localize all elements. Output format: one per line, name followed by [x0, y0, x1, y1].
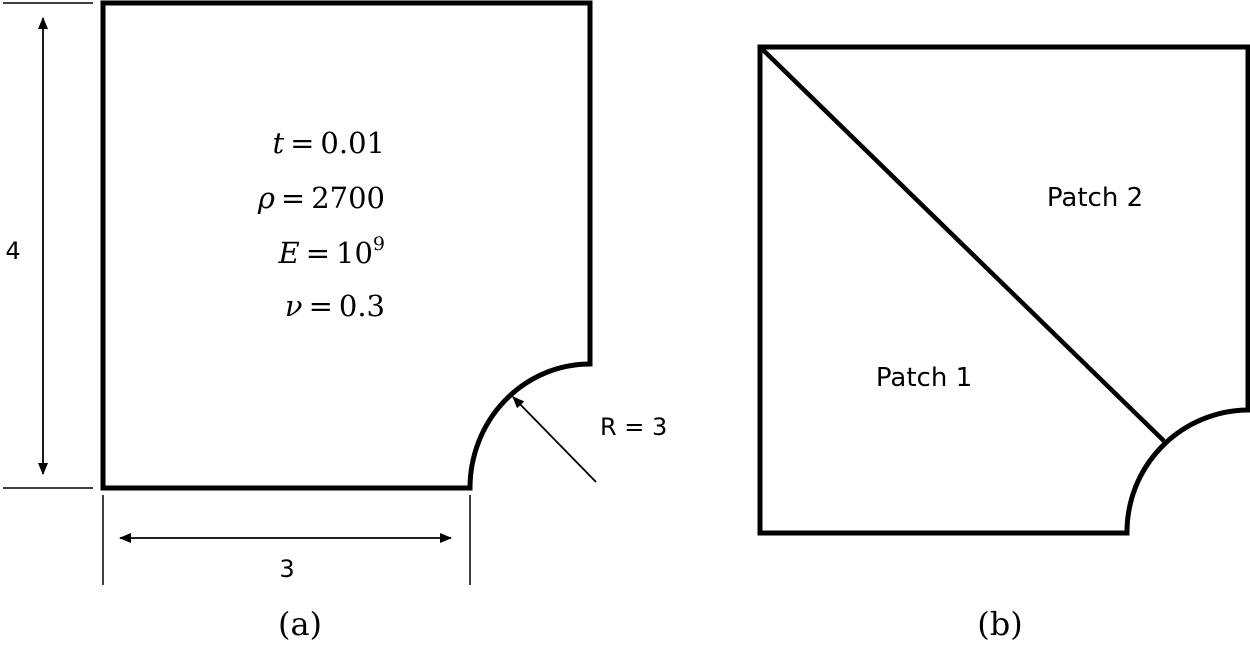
patch-divider-line: [758, 45, 1166, 443]
property-poisson-ratio: ν=0.3: [285, 289, 385, 323]
radius-label: R = 3: [600, 413, 667, 441]
plate-b-outline: [757, 44, 1250, 536]
height-dimension-label: 4: [5, 237, 20, 265]
property-density: ρ=2700: [257, 181, 385, 215]
width-dimension-label: 3: [279, 555, 294, 583]
property-thickness: t=0.01: [272, 126, 385, 160]
material-properties: t=0.01 ρ=2700 E=109 ν=0.3: [257, 126, 385, 323]
caption-a: (a): [278, 605, 322, 643]
panel-b: Patch 1 Patch 2 (b): [757, 44, 1250, 643]
patch-1-label: Patch 1: [876, 363, 972, 393]
patch-2-label: Patch 2: [1047, 183, 1143, 213]
radius-leader-arrow: [512, 396, 597, 483]
property-youngs-modulus: E=109: [278, 233, 385, 270]
plate-a-outline: [100, 0, 593, 491]
caption-b: (b): [977, 605, 1022, 643]
panel-a: 4 3 R = 3 t=0.01 ρ=2700 E=109 ν=0.3 (a): [3, 0, 667, 643]
